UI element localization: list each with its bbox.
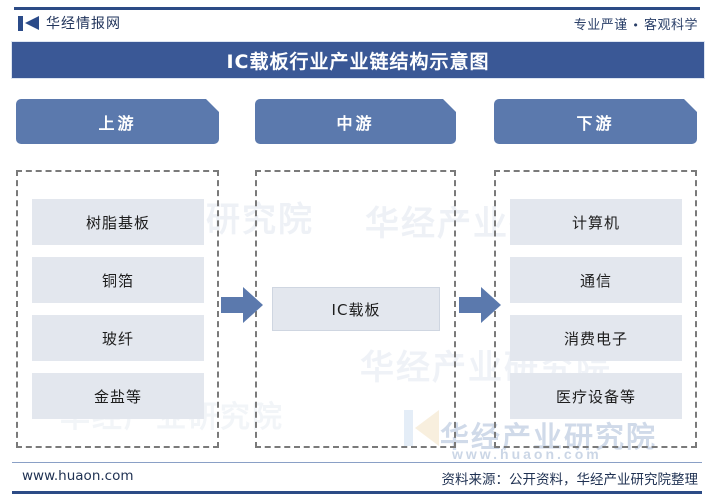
list-item[interactable]: 通信 (510, 257, 682, 303)
column-header-midstream[interactable]: 中游 (255, 99, 456, 144)
list-item[interactable]: 金盐等 (32, 373, 204, 419)
page-title: IC载板行业产业链结构示意图 (226, 50, 490, 73)
footer-source-note: 资料来源：公开资料，华经产业研究院整理 (441, 472, 699, 488)
chart-title-bar: IC载板行业产业链结构示意图 (11, 41, 705, 79)
dashed-group-upstream (16, 170, 219, 448)
tagline-left: 专业严谨 (573, 18, 628, 33)
item-list-downstream: 计算机 通信 消费电子 医疗设备等 (510, 178, 682, 440)
column-header-upstream[interactable]: 上游 (16, 99, 219, 144)
list-item[interactable]: 消费电子 (510, 315, 682, 361)
brand-name: 华经情报网 (46, 16, 121, 32)
item-list-upstream: 树脂基板 铜箔 玻纤 金盐等 (32, 178, 204, 440)
header-top-rule (14, 7, 700, 10)
arrow-right-icon (221, 287, 263, 323)
list-item[interactable]: 医疗设备等 (510, 373, 682, 419)
column-header-label: 下游 (576, 113, 615, 133)
tagline-right: 客观科学 (643, 18, 698, 33)
brand[interactable]: 华经情报网 (18, 13, 121, 33)
footer-site-url[interactable]: www.huaon.com (22, 468, 134, 484)
huaon-logo-icon (18, 15, 39, 31)
tagline-separator-icon: • (632, 19, 640, 32)
column-header-downstream[interactable]: 下游 (494, 99, 697, 144)
list-item[interactable]: 铜箔 (32, 257, 204, 303)
list-item[interactable]: 树脂基板 (32, 199, 204, 245)
column-header-label: 中游 (336, 113, 375, 133)
arrow-right-icon (459, 287, 501, 323)
list-item[interactable]: 玻纤 (32, 315, 204, 361)
item-list-midstream: IC载板 (272, 178, 440, 440)
footer-top-rule (12, 462, 702, 463)
header-tagline: 专业严谨 • 客观科学 (574, 14, 698, 33)
footer-bottom-rule (12, 491, 702, 494)
list-item[interactable]: IC载板 (272, 287, 440, 331)
list-item[interactable]: 计算机 (510, 199, 682, 245)
column-header-label: 上游 (98, 113, 137, 133)
site-header: 华经情报网 专业严谨 • 客观科学 (0, 10, 714, 38)
